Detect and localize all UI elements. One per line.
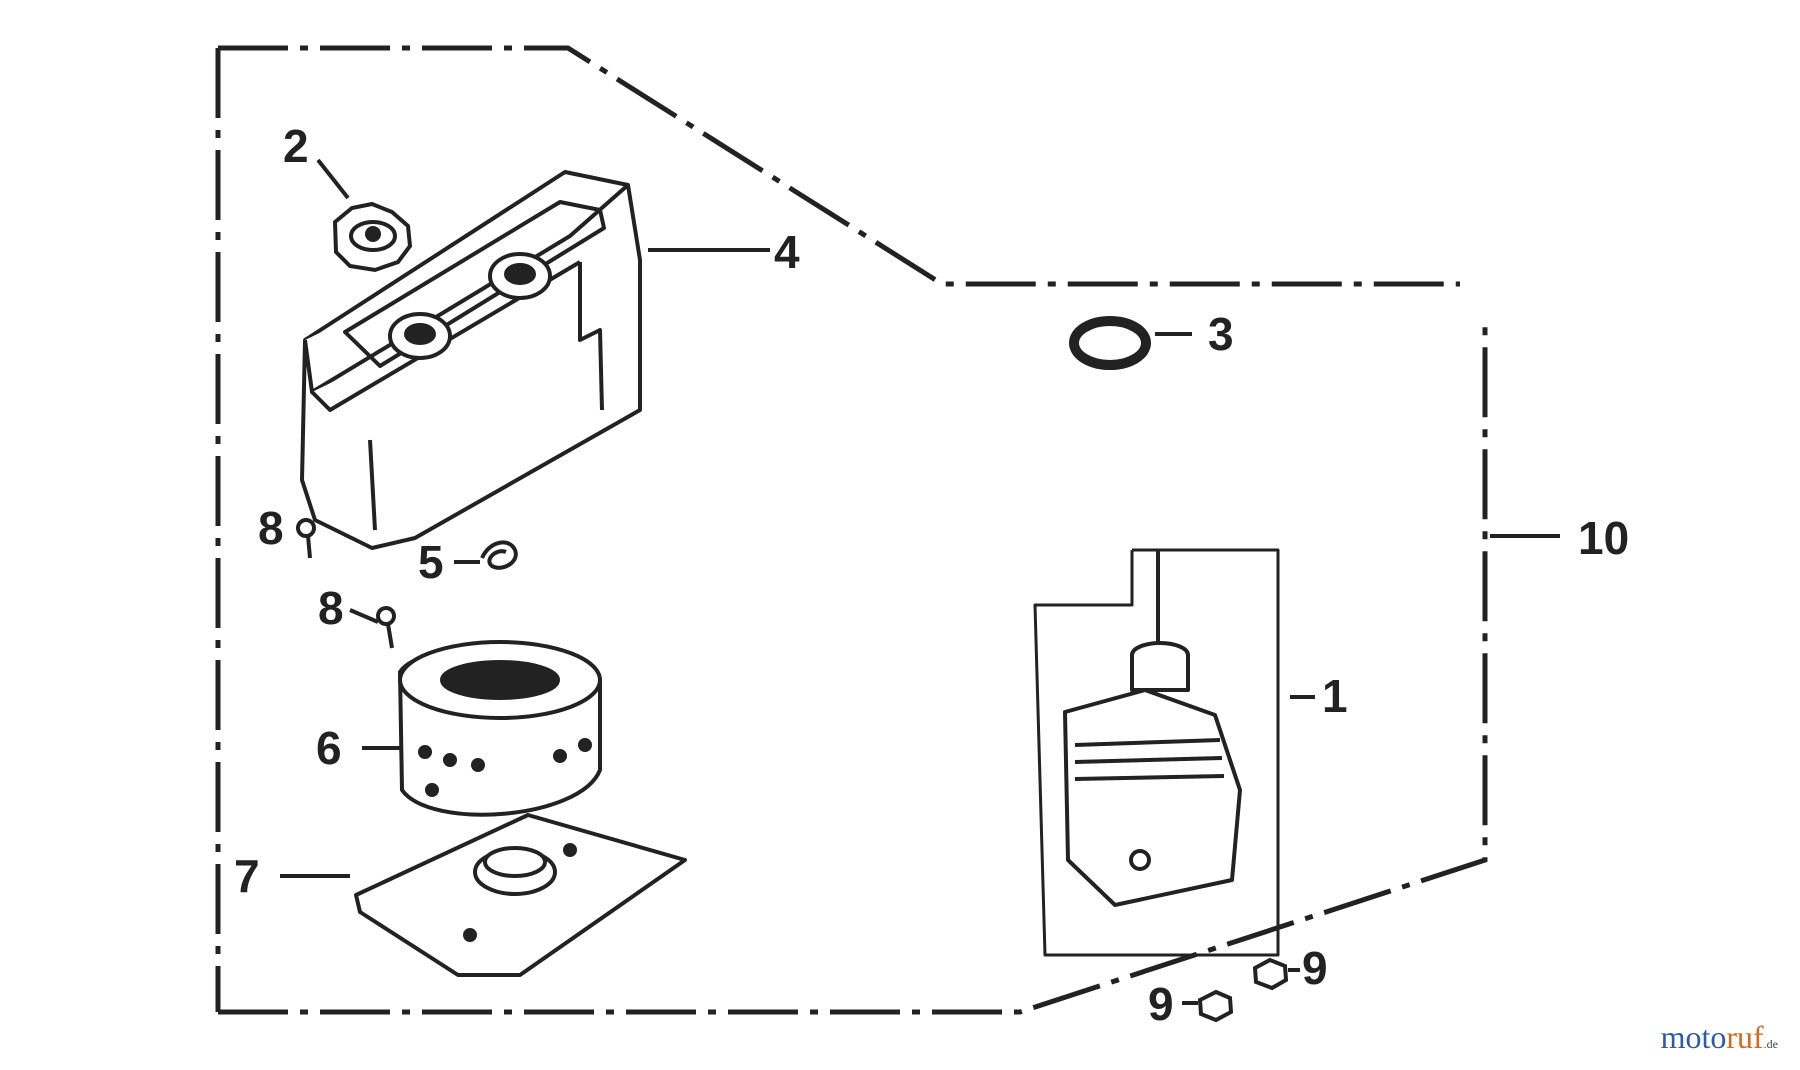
callout-9a: 9	[1302, 942, 1328, 994]
watermark-part-3: .de	[1763, 1037, 1778, 1051]
callout-8b: 8	[318, 582, 344, 634]
callout-4: 4	[774, 226, 800, 278]
air-cleaner-elbow-icon	[1033, 548, 1280, 957]
air-cleaner-cover-icon	[300, 170, 642, 550]
wing-nut-icon	[332, 201, 413, 273]
gasket-plate-icon	[354, 813, 687, 977]
assembly-boundary	[215, 45, 1488, 1015]
clip-icon	[480, 540, 518, 570]
leader-lines	[280, 158, 1560, 1005]
callout-1: 1	[1322, 670, 1348, 722]
callout-10: 10	[1578, 512, 1629, 564]
motoruf-watermark: motoruf.de	[1661, 1019, 1778, 1056]
stud-bolt-icon	[296, 518, 396, 649]
callout-3: 3	[1208, 308, 1234, 360]
callout-6: 6	[316, 722, 342, 774]
callouts: 1 2 3 4 5 6 7 8 8 9 9 10	[234, 120, 1629, 1030]
watermark-part-1: moto	[1660, 1019, 1727, 1055]
callout-9b: 9	[1148, 978, 1174, 1030]
callout-2: 2	[283, 120, 309, 172]
watermark-part-2: ruf	[1726, 1019, 1764, 1055]
seal-ring-icon	[1069, 316, 1151, 370]
nut-icon	[1197, 957, 1289, 1023]
callout-8a: 8	[258, 502, 284, 554]
filter-element-icon	[397, 640, 602, 817]
callout-5: 5	[418, 536, 444, 588]
callout-7: 7	[234, 850, 260, 902]
